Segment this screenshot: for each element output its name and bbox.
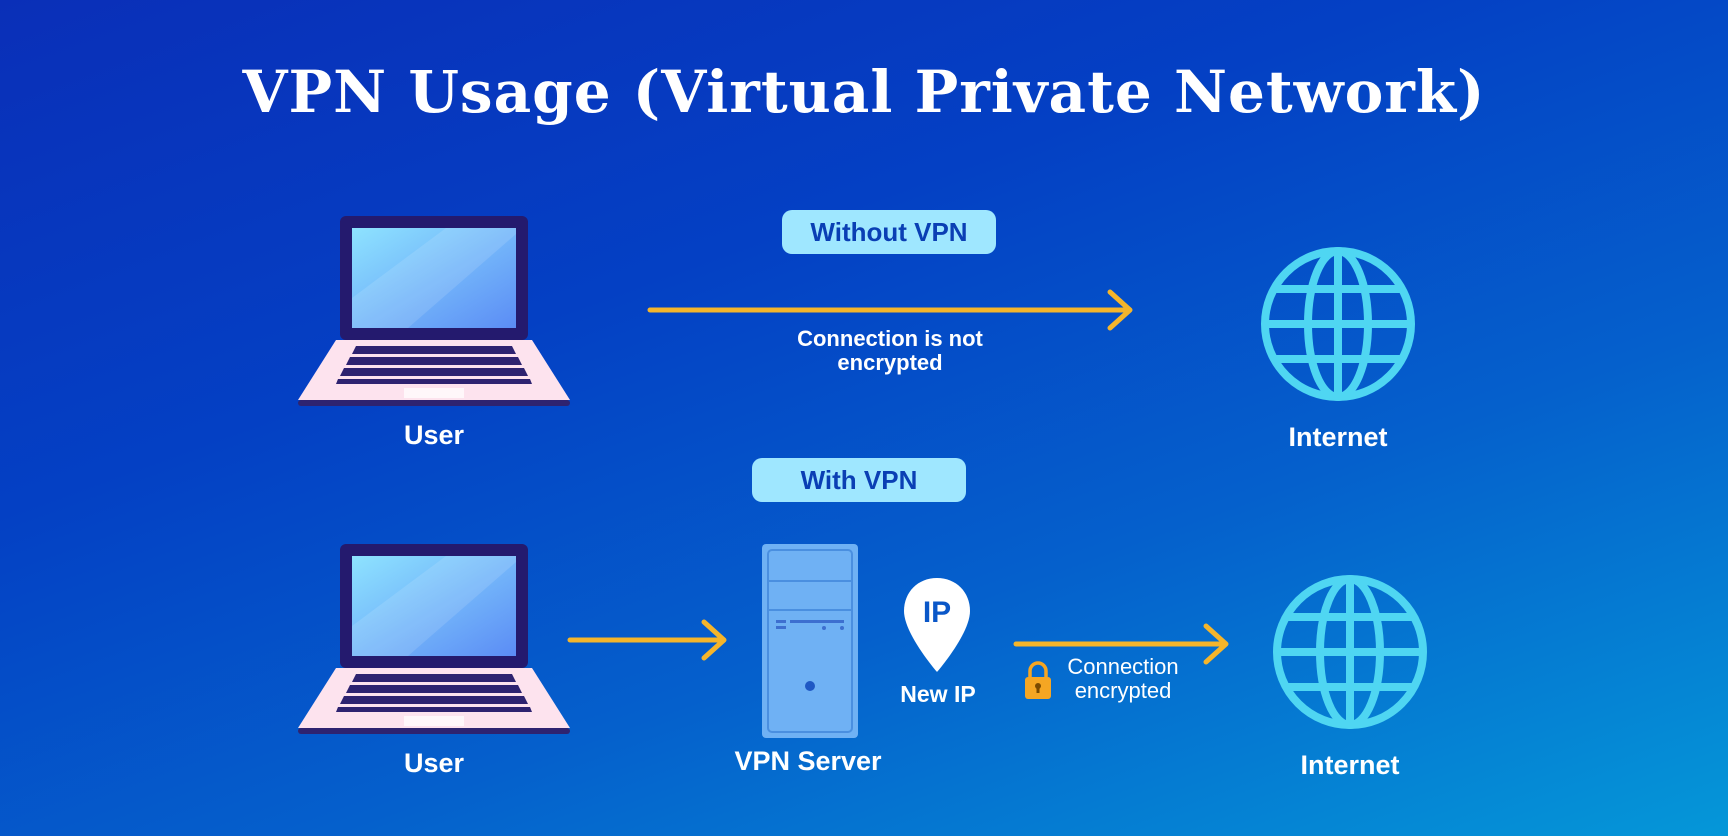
encrypted-note-line2: encrypted [1074,678,1172,703]
new-ip-label: New IP [900,681,976,707]
lock-icon [1025,661,1051,699]
globe-icon [1273,575,1427,729]
vpn-server-label: VPN Server [734,746,882,776]
laptop-icon [298,544,570,734]
location-pin-icon [904,578,970,672]
with-vpn-badge: With VPN [752,458,966,502]
encrypted-note-line1: Connection [1067,654,1179,679]
diagram-title: VPN Usage (Virtual Private Network) [242,58,1486,126]
user-label: User [403,420,465,450]
user-label: User [403,748,465,778]
without-vpn-badge: Without VPN [782,210,996,254]
arrow-right-icon [647,289,1133,331]
server-icon [762,544,858,738]
internet-label: Internet [1300,750,1400,780]
unencrypted-note-line2: encrypted [837,350,943,375]
globe-icon [1261,247,1415,401]
unencrypted-note-line1: Connection is not [797,326,983,351]
laptop-icon [298,216,570,406]
internet-label: Internet [1288,422,1388,452]
ip-pin-text: IP [922,596,952,629]
arrow-right-icon [1013,623,1229,665]
arrow-right-icon [567,619,727,661]
